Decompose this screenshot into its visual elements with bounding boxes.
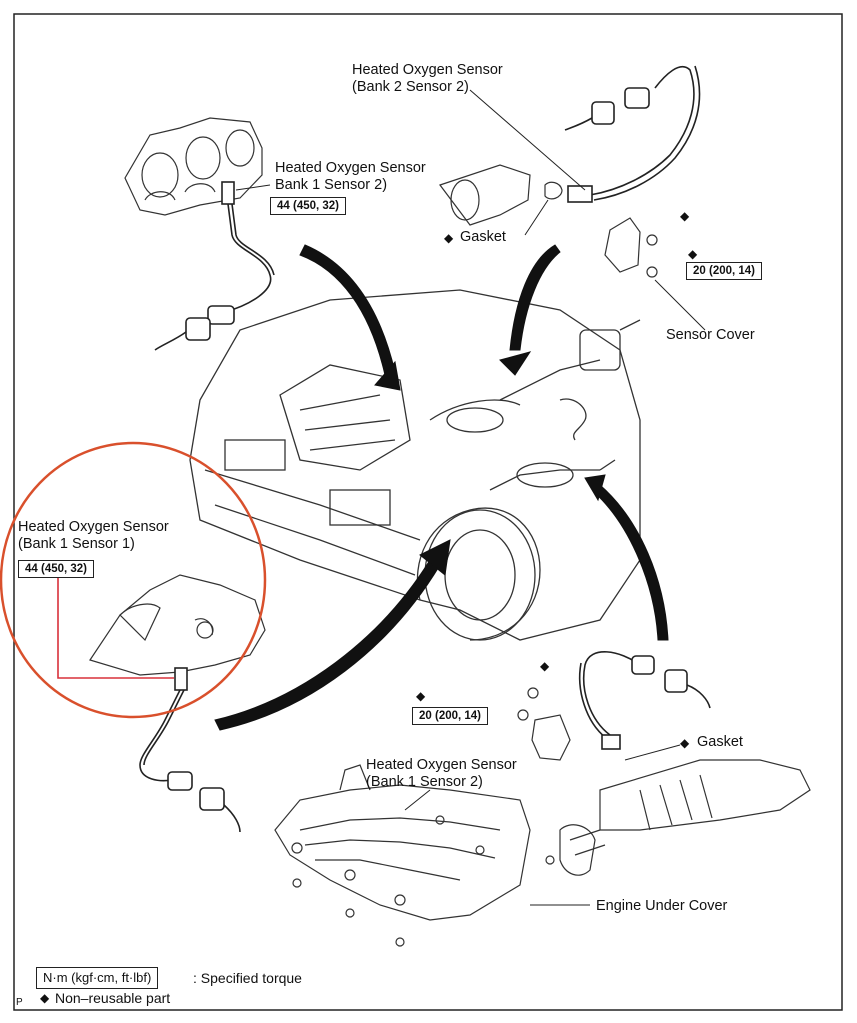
diamond-nut-2: ◆ — [688, 247, 698, 261]
highlight-circle — [0, 441, 267, 719]
sensor-b2s2-wire — [564, 65, 701, 203]
torque-44-lower: 44 (450, 32) — [18, 560, 95, 578]
label-ho2s-b1s2-bottom-line2: (Bank 1 Sensor 2) — [366, 774, 483, 790]
arrows — [214, 244, 669, 731]
label-engine-under-cover: Engine Under Cover — [596, 898, 728, 914]
driveshaft — [559, 759, 811, 876]
legend-torque-units: N·m (kgf·cm, ft·lbf) — [36, 967, 159, 989]
diamond-gasket-top: ◆ — [444, 231, 454, 245]
legend-torque-desc: : Specified torque — [193, 970, 302, 986]
diamond-nut-3: ◆ — [540, 659, 550, 673]
label-sensor-cover: Sensor Cover — [666, 327, 755, 343]
label-ho2s-b1s1-line1: Heated Oxygen Sensor — [18, 519, 169, 535]
label-gasket-top: Gasket — [460, 229, 506, 245]
legend-nonreusable: Non–reusable part — [55, 990, 171, 1006]
diamond-nut-1: ◆ — [680, 209, 690, 223]
sensor-b1s2-upper-wire — [154, 181, 275, 351]
torque-44-top: 44 (450, 32) — [270, 197, 347, 215]
highlight-leader-line — [57, 578, 174, 679]
page-border — [13, 13, 843, 1011]
label-ho2s-b1s2-bottom-line1: Heated Oxygen Sensor — [366, 757, 517, 773]
label-ho2s-b2s2: Heated Oxygen Sensor (Bank 2 Sensor 2) — [352, 62, 503, 96]
label-ho2s-b1s2-top-line2: Bank 1 Sensor 2) — [275, 177, 388, 193]
sensor-b1s2-lower-wire — [578, 651, 711, 750]
page-mark: P — [16, 997, 23, 1008]
label-ho2s-b2s2-line1: Heated Oxygen Sensor — [352, 62, 503, 78]
label-ho2s-b1s2-top: Heated Oxygen Sensor Bank 1 Sensor 2) — [275, 160, 426, 194]
converter-upper — [439, 164, 563, 226]
label-gasket-lower: Gasket — [697, 734, 743, 750]
label-ho2s-b1s2-top-line1: Heated Oxygen Sensor — [275, 160, 426, 176]
label-ho2s-b1s1: Heated Oxygen Sensor (Bank 1 Sensor 1) — [18, 519, 169, 553]
diamond-gasket-lower: ◆ — [680, 736, 690, 750]
engine-under-cover-part — [274, 764, 555, 947]
legend-diamond: ◆ — [40, 991, 50, 1005]
sensor-cover-part — [604, 217, 658, 278]
torque-20-lower: 20 (200, 14) — [412, 707, 489, 725]
sensor-cover-lower — [517, 687, 571, 761]
diamond-nut-4: ◆ — [416, 689, 426, 703]
torque-20-top: 20 (200, 14) — [686, 262, 763, 280]
label-ho2s-b1s2-bottom: Heated Oxygen Sensor (Bank 1 Sensor 2) — [366, 757, 517, 791]
vehicle-outline — [189, 289, 641, 641]
label-ho2s-b2s2-line2: (Bank 2 Sensor 2) — [352, 79, 469, 95]
label-ho2s-b1s1-line2: (Bank 1 Sensor 1) — [18, 536, 135, 552]
exhaust-manifold-upper — [124, 117, 263, 216]
sensor-b1s1-wire — [139, 667, 241, 833]
